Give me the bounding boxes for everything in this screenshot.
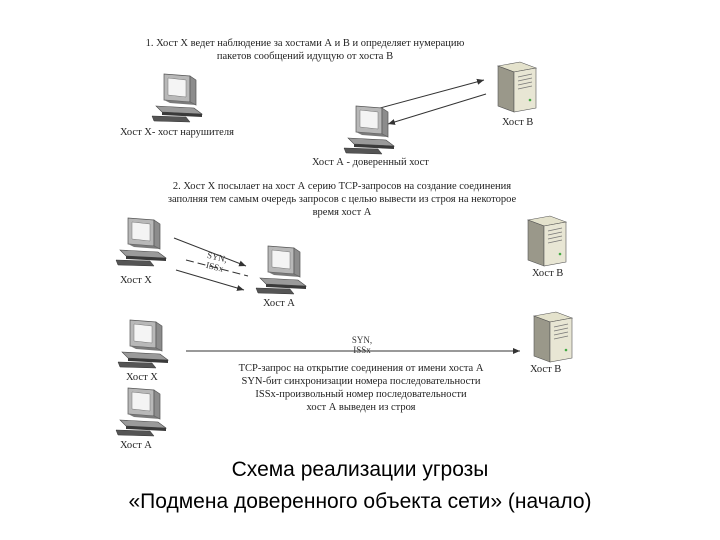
step3-syn-label: SYN, ISSx xyxy=(344,335,380,355)
syn-text: SYN, xyxy=(351,335,373,345)
step1-text: 1. Хост Х ведет наблюдение за хостами А … xyxy=(110,37,500,63)
computer-icon xyxy=(151,73,203,123)
step3-desc-line3: ISSx-произвольный номер последовательнос… xyxy=(255,389,467,400)
arrow-syn-1 xyxy=(173,237,247,267)
issx-text: ISSx xyxy=(353,345,371,355)
arrow-syn-2 xyxy=(185,259,249,277)
caption-line1: Схема реализации угрозы xyxy=(231,458,489,481)
step1-host-b-label: Хост В xyxy=(502,117,534,128)
computer-icon xyxy=(115,387,167,437)
computer-icon xyxy=(255,245,307,295)
step3-desc-line1: ТСР-запрос на открытие соединения от име… xyxy=(238,363,484,374)
step3-desc-line2: SYN-бит синхронизации номера последовате… xyxy=(241,376,481,387)
arrow-b-to-a xyxy=(387,93,487,125)
step3-desc-line4: хост А выведен из строя xyxy=(306,402,416,413)
step2-host-x-label: Хост Х xyxy=(120,275,152,286)
arrow-a-to-b xyxy=(379,78,485,109)
step3-description: ТСР-запрос на открытие соединения от име… xyxy=(206,362,516,414)
step2-line2: заполняя тем самым очередь запросов с це… xyxy=(167,194,517,205)
server-icon xyxy=(526,215,568,267)
step1-host-a-label: Хост А - доверенный хост xyxy=(312,157,429,168)
step3-host-b-label: Хост В xyxy=(530,364,562,375)
step3-host-x-label: Хост Х xyxy=(126,372,158,383)
computer-icon xyxy=(343,105,395,155)
step2-host-b-label: Хост В xyxy=(532,268,564,279)
server-icon xyxy=(532,311,574,363)
computer-icon xyxy=(115,217,167,267)
step2-host-a-label: Хост А xyxy=(263,298,295,309)
computer-icon xyxy=(117,319,169,369)
step3-host-a-label: Хост А xyxy=(120,440,152,451)
step2-line1: 2. Хост Х посылает на хост А серию ТСР-з… xyxy=(172,181,512,192)
step2-text: 2. Хост Х посылает на хост А серию ТСР-з… xyxy=(112,180,572,219)
caption-line2: «Подмена доверенного объекта сети» (нача… xyxy=(128,490,592,513)
step1-line2: пакетов сообщений идущую от хоста В xyxy=(216,51,394,62)
arrow-syn-3 xyxy=(175,269,245,291)
step1-host-x-label: Хост Х- хост нарушителя xyxy=(120,127,234,138)
step2-line3: время хост А xyxy=(312,207,372,218)
step1-line1: 1. Хост Х ведет наблюдение за хостами А … xyxy=(145,38,465,49)
server-icon xyxy=(496,61,538,113)
